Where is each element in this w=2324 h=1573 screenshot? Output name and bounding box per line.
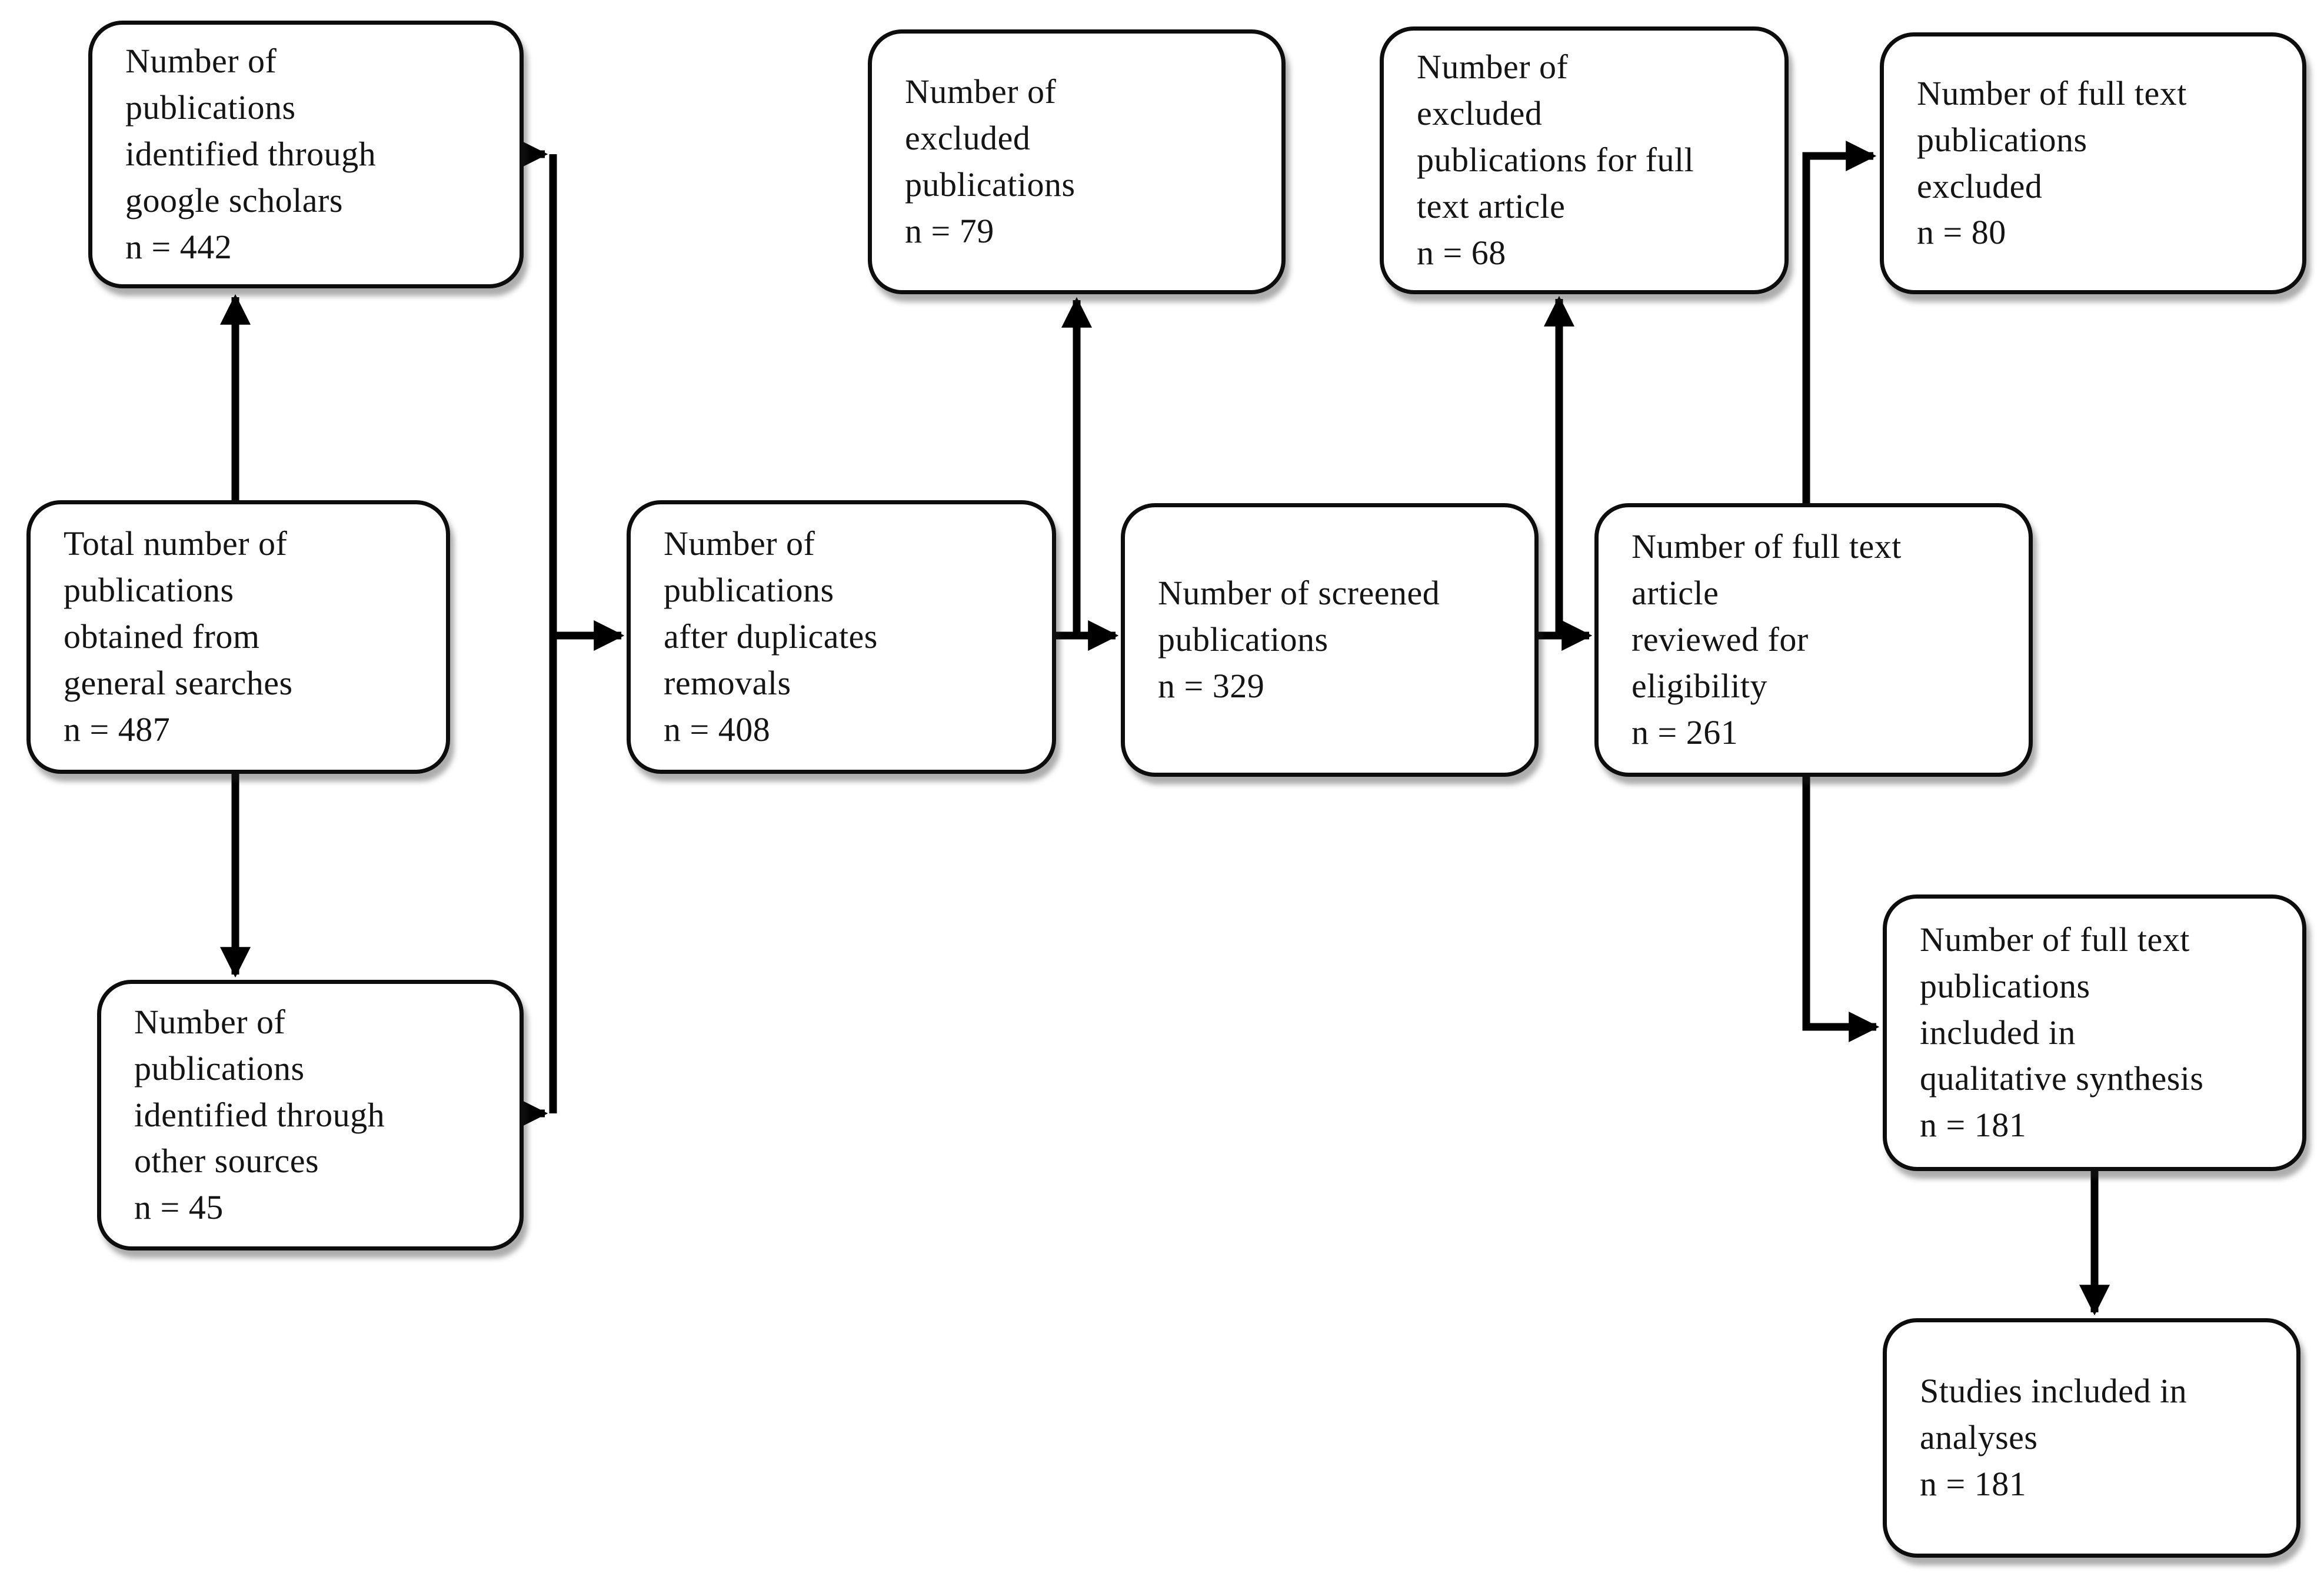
arrow-reviewed-to-full-text-excluded: [1802, 141, 1877, 503]
node-excluded-full-text: Number of excluded publications for full…: [1380, 26, 1789, 294]
node-full-text-excluded-label: Number of full text publications exclude…: [1917, 74, 2187, 252]
node-google-scholars: Number of publications identified throug…: [88, 21, 524, 288]
node-google-scholars-label: Number of publications identified throug…: [125, 42, 377, 266]
node-qualitative-synthesis: Number of full text publications include…: [1883, 894, 2306, 1171]
node-studies-in-analyses-label: Studies included in analyses n = 181: [1920, 1372, 2188, 1503]
node-after-duplicates-label: Number of publications after duplicates …: [664, 524, 878, 749]
node-excluded-publications-label: Number of excluded publications n = 79: [905, 72, 1076, 250]
node-screened-publications-label: Number of screened publications n = 329: [1158, 574, 1440, 705]
node-screened-publications: Number of screened publications n = 329: [1121, 503, 1539, 777]
node-other-sources-label: Number of publications identified throug…: [134, 1002, 385, 1227]
node-excluded-publications: Number of excluded publications n = 79: [868, 29, 1286, 294]
node-studies-in-analyses: Studies included in analyses n = 181: [1883, 1318, 2300, 1558]
node-qualitative-synthesis-label: Number of full text publications include…: [1920, 920, 2204, 1145]
node-general-searches-label: Total number of publications obtained fr…: [64, 524, 293, 749]
node-reviewed-eligibility-label: Number of full text article reviewed for…: [1632, 527, 1902, 751]
node-reviewed-eligibility: Number of full text article reviewed for…: [1594, 503, 2033, 777]
arrow-reviewed-to-qualitative: [1802, 777, 1880, 1042]
node-other-sources: Number of publications identified throug…: [97, 980, 524, 1251]
node-general-searches: Total number of publications obtained fr…: [26, 500, 450, 774]
node-after-duplicates: Number of publications after duplicates …: [627, 500, 1056, 774]
node-full-text-excluded: Number of full text publications exclude…: [1880, 32, 2306, 294]
node-excluded-full-text-label: Number of excluded publications for full…: [1417, 48, 1694, 272]
